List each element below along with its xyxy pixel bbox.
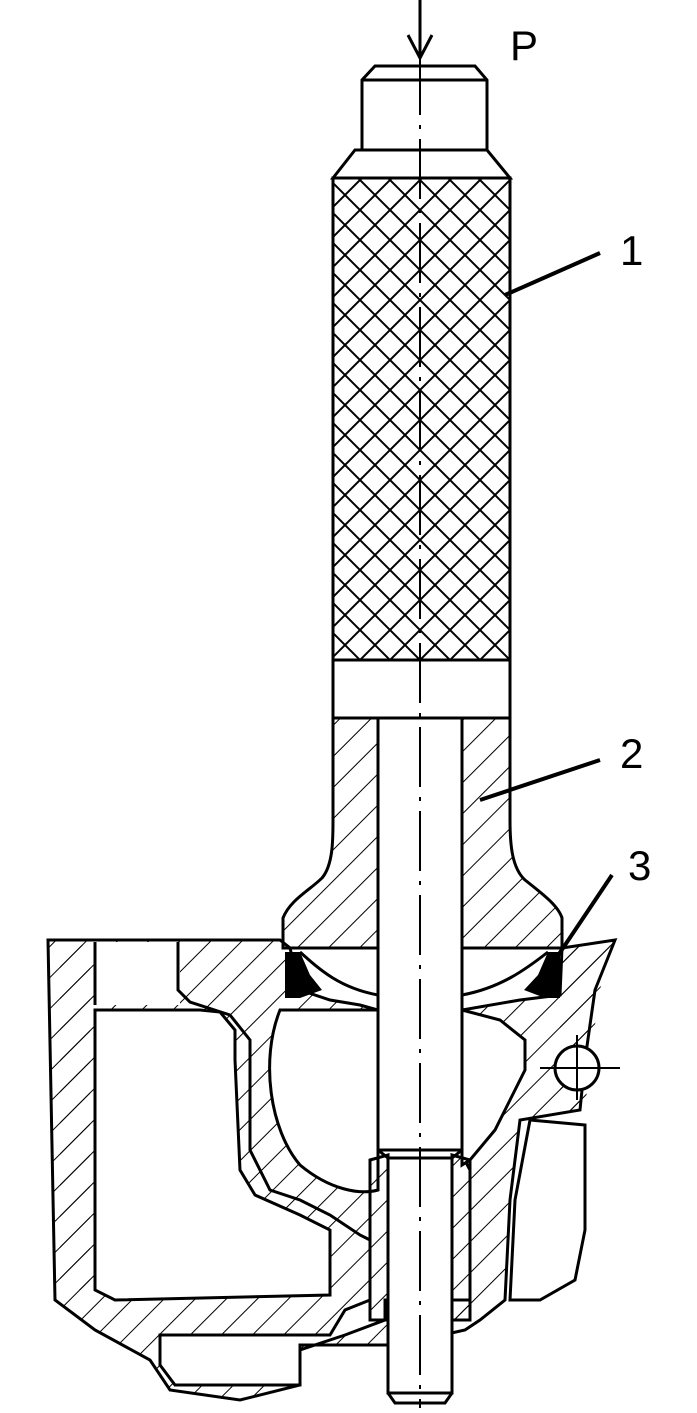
knurled-handle-part-1 [331,176,512,662]
valve-seat-insert-part-3 [285,950,560,998]
spacer-ring [331,658,512,720]
leader-line-3 [553,873,614,962]
part-label-2: 2 [620,730,643,777]
pilot-stem [376,716,464,1405]
part-label-1: 1 [620,227,643,274]
force-arrow [406,0,434,62]
part-label-3: 3 [628,842,651,889]
force-label: P [510,22,538,69]
tool-body-part-2 [281,716,564,950]
cylinder-head-section [46,938,620,1402]
leader-line-1 [504,251,601,297]
top-cap [329,64,514,180]
leader-line-2 [479,758,601,802]
